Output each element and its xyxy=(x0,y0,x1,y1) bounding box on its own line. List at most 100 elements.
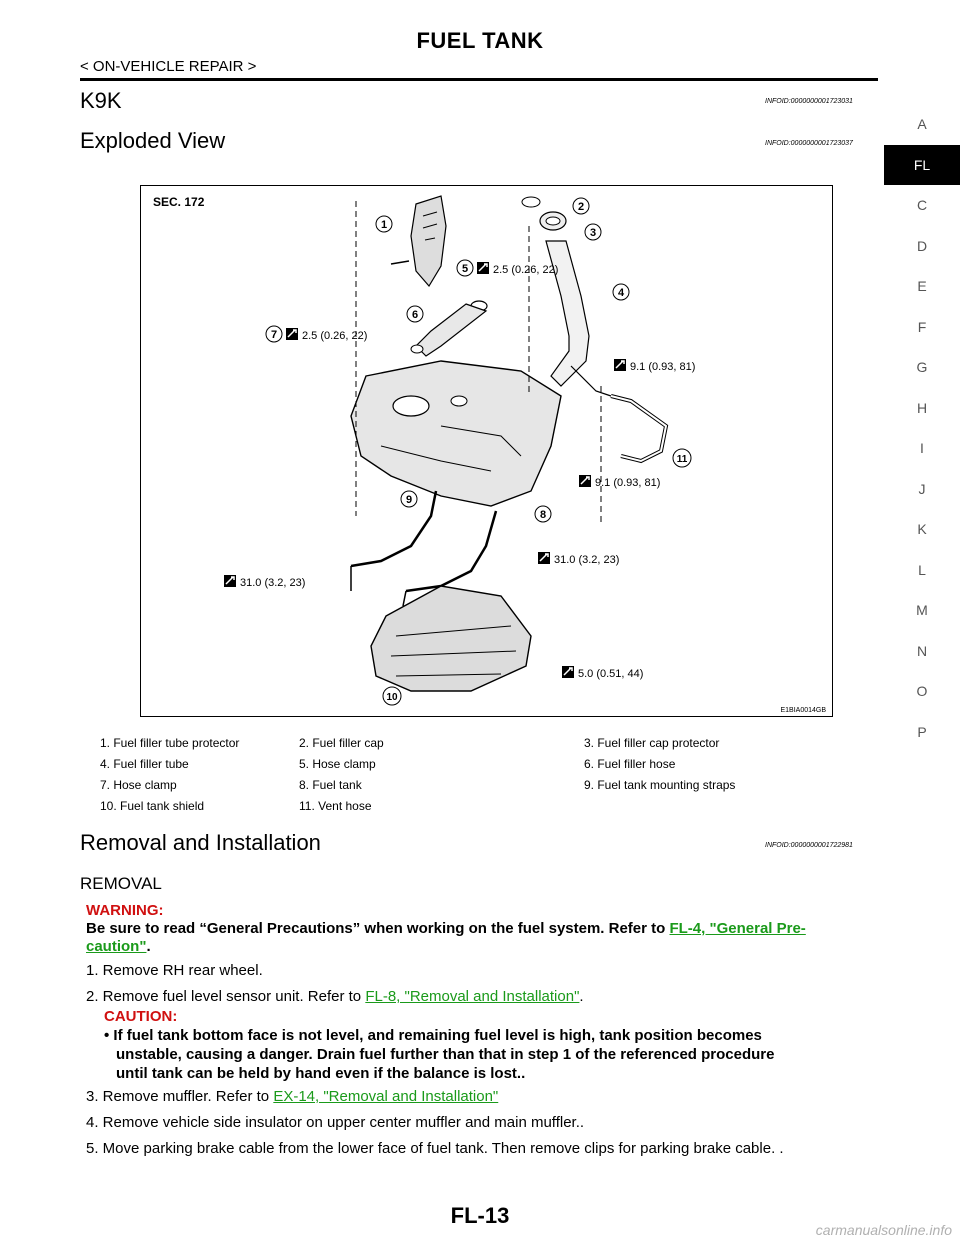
parts-legend: 1. Fuel filler tube protector 2. Fuel fi… xyxy=(100,732,790,816)
svg-text:11: 11 xyxy=(677,454,688,465)
step-1: 1. Remove RH rear wheel. xyxy=(86,962,263,979)
filler-tube-breather xyxy=(570,365,612,397)
torque-label-9-left: 31.0 (3.2, 23) xyxy=(223,574,305,589)
warning-link-cont[interactable]: caution" xyxy=(86,938,147,955)
tab-o[interactable]: O xyxy=(916,683,928,699)
section-heading: K9K xyxy=(80,88,122,113)
svg-text:5.0 (0.51, 44): 5.0 (0.51, 44) xyxy=(578,668,643,680)
page-number: FL-13 xyxy=(450,1203,510,1228)
legend-item: 9. Fuel tank mounting straps xyxy=(584,777,736,792)
fuel-tank-port xyxy=(450,395,468,407)
svg-text:9.1 (0.93, 81): 9.1 (0.93, 81) xyxy=(595,477,660,489)
tank-shield-ribs xyxy=(390,625,517,677)
torque-label-5: 2.5 (0.26, 22) xyxy=(476,261,558,276)
filler-tube-shape xyxy=(545,240,590,387)
legend-item: 11. Vent hose xyxy=(299,798,372,813)
figure-code: E1BIA0014GB xyxy=(780,707,826,714)
callout-1: 1 xyxy=(375,215,393,233)
exploded-view-diagram: SEC. 172 1 2 xyxy=(153,195,826,714)
tab-h[interactable]: H xyxy=(916,399,928,416)
legend-item: 7. Hose clamp xyxy=(100,777,177,792)
step-5: 5. Move parking brake cable from the low… xyxy=(86,1140,784,1157)
caution-line-2: unstable, causing a danger. Drain fuel f… xyxy=(116,1046,775,1063)
svg-text:4: 4 xyxy=(618,287,625,299)
callout-4: 4 xyxy=(612,283,630,301)
svg-text:2: 2 xyxy=(578,201,584,213)
tank-shield-shape xyxy=(370,585,532,692)
mounting-strap-right xyxy=(405,510,498,593)
mounting-strap-left xyxy=(350,490,438,568)
warning-text: Be sure to read “General Precautions” wh… xyxy=(86,920,806,937)
vent-hose-inner xyxy=(610,395,668,463)
step-2-link[interactable]: FL-8, "Removal and Installation" xyxy=(365,988,580,1005)
tab-i[interactable]: I xyxy=(920,440,924,456)
step-2: 2. Remove fuel level sensor unit. Refer … xyxy=(86,988,584,1005)
filler-cap-shape xyxy=(521,196,541,208)
callout-5: 5 xyxy=(456,259,474,277)
tab-n[interactable]: N xyxy=(916,642,928,659)
breadcrumb: < ON-VEHICLE REPAIR > xyxy=(80,58,257,75)
tab-k[interactable]: K xyxy=(917,521,927,537)
legend-row: 1. Fuel filler tube protector 2. Fuel fi… xyxy=(100,732,790,753)
callout-11: 11 xyxy=(672,448,692,468)
legend-item: 3. Fuel filler cap protector xyxy=(584,735,720,750)
filler-hose-shape xyxy=(415,303,488,357)
caution-line-1: • If fuel tank bottom face is not level,… xyxy=(104,1027,762,1044)
svg-text:31.0 (3.2, 23): 31.0 (3.2, 23) xyxy=(554,554,619,566)
assembly-guide-lines xyxy=(355,201,602,526)
svg-text:3: 3 xyxy=(590,227,596,239)
callout-2: 2 xyxy=(572,197,590,215)
tab-f[interactable]: F xyxy=(917,318,927,335)
svg-text:2.5 (0.26, 22): 2.5 (0.26, 22) xyxy=(493,264,558,276)
header-rule xyxy=(80,78,878,81)
torque-label-9-right: 31.0 (3.2, 23) xyxy=(537,551,619,566)
section-infoid: INFOID:0000000001723031 xyxy=(765,98,853,105)
svg-text:31.0 (3.2, 23): 31.0 (3.2, 23) xyxy=(240,577,305,589)
tab-j[interactable]: J xyxy=(918,480,926,497)
exploded-view-infoid: INFOID:0000000001723037 xyxy=(765,140,853,147)
step-3: 3. Remove muffler. Refer to EX-14, "Remo… xyxy=(86,1088,499,1105)
hose-clamp-7-shape xyxy=(410,344,424,354)
tab-g[interactable]: G xyxy=(916,359,928,375)
legend-item: 2. Fuel filler cap xyxy=(299,735,384,750)
legend-row: 4. Fuel filler tube 5. Hose clamp 6. Fue… xyxy=(100,753,790,774)
torque-label-4: 9.1 (0.93, 81) xyxy=(613,358,695,373)
svg-text:5: 5 xyxy=(462,263,468,275)
callout-10: 10 xyxy=(382,686,402,706)
tab-fl[interactable]: FL xyxy=(884,144,960,185)
step-3-link[interactable]: EX-14, "Removal and Installation" xyxy=(273,1088,499,1105)
protector-ribs xyxy=(422,211,438,241)
tab-d[interactable]: D xyxy=(916,237,928,254)
legend-row: 7. Hose clamp 8. Fuel tank 9. Fuel tank … xyxy=(100,774,790,795)
sec-label: SEC. 172 xyxy=(153,195,205,209)
tab-e[interactable]: E xyxy=(917,278,927,294)
watermark: carmanualsonline.info xyxy=(815,1222,952,1238)
legend-row: 10. Fuel tank shield 11. Vent hose xyxy=(100,795,790,816)
warning-link[interactable]: FL-4, "General Pre- xyxy=(669,920,806,937)
removal-heading: Removal and Installation xyxy=(80,830,321,855)
filler-tube-protector-shape xyxy=(410,195,447,288)
svg-text:9: 9 xyxy=(406,494,412,506)
callout-7: 7 xyxy=(265,325,283,343)
tab-m[interactable]: M xyxy=(916,602,928,618)
callout-8: 8 xyxy=(534,505,552,523)
tab-l[interactable]: L xyxy=(918,561,926,578)
tab-c[interactable]: C xyxy=(916,197,928,213)
svg-text:2.5 (0.26, 22): 2.5 (0.26, 22) xyxy=(302,330,367,342)
legend-item: 8. Fuel tank xyxy=(299,777,362,792)
callout-6: 6 xyxy=(406,305,424,323)
svg-text:7: 7 xyxy=(271,329,277,341)
warning-title: WARNING: xyxy=(86,902,164,919)
exploded-view-figure: SEC. 172 1 2 xyxy=(140,185,833,717)
svg-text:10: 10 xyxy=(386,692,398,703)
tab-p[interactable]: P xyxy=(917,723,927,740)
caution-title: CAUTION: xyxy=(104,1008,178,1025)
side-tab-index: A FL C D E F G H I J K L M N O P xyxy=(884,104,960,752)
svg-text:9.1 (0.93, 81): 9.1 (0.93, 81) xyxy=(630,361,695,373)
legend-item: 5. Hose clamp xyxy=(299,756,376,771)
removal-infoid: INFOID:0000000001722981 xyxy=(765,842,853,849)
protector-bolt xyxy=(390,260,410,265)
page-title: FUEL TANK xyxy=(416,28,544,53)
tab-a[interactable]: A xyxy=(917,116,927,132)
torque-label-10: 5.0 (0.51, 44) xyxy=(561,665,643,680)
